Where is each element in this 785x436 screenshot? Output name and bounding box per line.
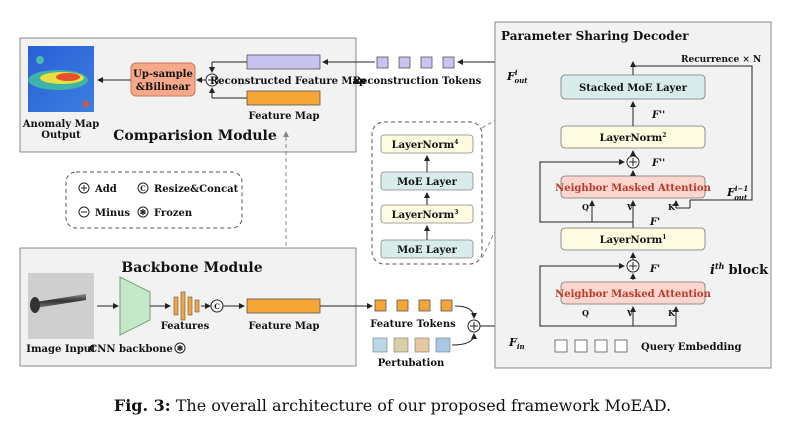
legend-frozen: Frozen: [154, 208, 193, 219]
f-out-i-sub: out: [514, 76, 528, 85]
query-embedding-label: Query Embedding: [641, 342, 742, 353]
figure-caption: Fig. 3: The overall architecture of our …: [0, 396, 785, 415]
add-op-icon-decoder-bottom: [626, 259, 640, 273]
add-op-icon: [467, 319, 481, 333]
block-word: block: [728, 263, 769, 278]
f-double-prime-mid: F'': [651, 158, 665, 169]
backbone-module-title: Backbone Module: [121, 260, 262, 276]
v-label-bottom: V: [626, 308, 634, 318]
comparison-module-title: Comparision Module: [113, 128, 277, 144]
svg-text:Fin: Fin: [508, 336, 525, 351]
frozen-legend-icon: [137, 206, 149, 218]
stacked-moe-label: Stacked MoE Layer: [579, 83, 688, 94]
feature-map-label-bottom: Feature Map: [249, 321, 320, 332]
f-in-sub: in: [517, 342, 525, 351]
nma-bottom-label: Neighbor Masked Attention: [555, 289, 711, 300]
feature-map-bar-bottom: [246, 298, 321, 314]
feature-tokens-label: Feature Tokens: [370, 319, 456, 330]
nma-top-label: Neighbor Masked Attention: [555, 183, 711, 194]
legend: Add C Resize&Concat Minus ❄ Frozen: [65, 171, 243, 229]
reconstruction-tokens-label: Reconstruction Tokens: [353, 76, 482, 87]
cnn-backbone-label: CNN backbone: [89, 344, 173, 355]
decoder-title: Parameter Sharing Decoder: [501, 29, 689, 43]
cnn-backbone-block: [119, 276, 151, 336]
reconstructed-feature-map-bar: [246, 54, 321, 70]
f-prime-top: F': [649, 217, 660, 228]
svg-text:❄: ❄: [177, 343, 184, 353]
layernorm3-label: LayerNorm: [392, 210, 455, 221]
layernorm2-label: LayerNorm: [600, 133, 663, 144]
frozen-icon: ❄: [174, 342, 186, 354]
decoder-module: Parameter Sharing Decoder Recurrence × N…: [494, 21, 772, 369]
anomaly-output-label: Output: [41, 130, 81, 141]
add-op-icon-decoder-top: [626, 155, 640, 169]
legend-resize-concat: Resize&Concat: [154, 184, 239, 195]
v-label-top: V: [626, 202, 634, 212]
caption-label: Fig. 3:: [113, 396, 171, 415]
f-out-prev-sub: out: [734, 193, 748, 202]
bilinear-label: &Bilinear: [136, 82, 191, 93]
svg-text:LayerNorm1: LayerNorm1: [600, 234, 667, 246]
features-bars: [173, 291, 200, 321]
feature-tokens: Feature Tokens: [370, 299, 456, 330]
layernorm1-sup: 1: [662, 234, 666, 241]
diagram-canvas: Anomaly Map Output Up-sample &Bilinear R…: [19, 21, 772, 369]
reconstruction-tokens: Reconstruction Tokens: [353, 56, 482, 87]
upsample-label: Up-sample: [133, 69, 193, 80]
f-out-prev-sup: i−1: [735, 184, 748, 193]
caption-text: The overall architecture of our proposed…: [170, 396, 672, 415]
layernorm4-box: [380, 134, 474, 154]
k-label-top: K: [668, 202, 676, 212]
f-out-i: F: [506, 70, 516, 83]
svg-text:C: C: [140, 184, 146, 193]
f-out-i-sup: i: [515, 68, 518, 77]
recurrence-label: Recurrence × N: [681, 55, 761, 65]
anomaly-map-label: Anomaly Map: [22, 119, 99, 130]
f-out-prev: F: [726, 186, 736, 199]
legend-minus: Minus: [95, 208, 130, 219]
legend-add: Add: [94, 184, 117, 195]
layernorm1-box: [560, 227, 706, 251]
svg-text:C: C: [214, 302, 220, 311]
svg-text:LayerNorm3: LayerNorm3: [392, 209, 459, 221]
moe-layer-label-2: MoE Layer: [397, 245, 458, 256]
q-label-bottom: Q: [582, 308, 589, 318]
query-embedding-tokens: [554, 339, 628, 353]
pertubation-label: Pertubation: [378, 358, 445, 369]
layernorm4-label: LayerNorm: [392, 140, 455, 151]
anomaly-map-image: [28, 46, 94, 112]
resize-concat-icon: C: [210, 299, 224, 313]
layernorm3-sup: 3: [454, 209, 458, 216]
f-in: F: [508, 336, 518, 349]
resize-concat-legend-icon: [137, 182, 149, 194]
backbone-module: Backbone Module Image Input CNN backbone…: [19, 247, 357, 367]
comparison-module: Anomaly Map Output Up-sample &Bilinear R…: [19, 37, 366, 153]
layernorm1-label: LayerNorm: [600, 235, 663, 246]
svg-text:LayerNorm2: LayerNorm2: [600, 132, 667, 144]
block-sup: th: [715, 261, 725, 271]
image-input-screw: [28, 273, 94, 339]
q-label-top: Q: [582, 202, 589, 212]
image-input-label: Image Input: [26, 344, 96, 355]
f-prime-bottom: F': [649, 264, 660, 275]
features-label: Features: [161, 321, 210, 332]
f-double-prime-top: F'': [651, 110, 665, 121]
layernorm4-sup: 4: [454, 139, 458, 146]
block-index: i: [710, 263, 715, 278]
pertubation-images: Pertubation: [372, 337, 451, 369]
moe-detail-panel: LayerNorm4 MoE Layer LayerNorm3 MoE Laye…: [371, 121, 483, 265]
reconstructed-fm-label: Reconstructed Feature Map: [210, 76, 366, 87]
layernorm2-sup: 2: [662, 132, 666, 139]
feature-map-label-top: Feature Map: [249, 111, 320, 122]
svg-text:❄: ❄: [140, 207, 147, 217]
moe-layer-label-1: MoE Layer: [397, 177, 458, 188]
feature-map-bar-top: [246, 90, 321, 106]
k-label-bottom: K: [668, 308, 676, 318]
nma-bottom-box: [560, 281, 706, 305]
svg-text:LayerNorm4: LayerNorm4: [392, 139, 459, 151]
